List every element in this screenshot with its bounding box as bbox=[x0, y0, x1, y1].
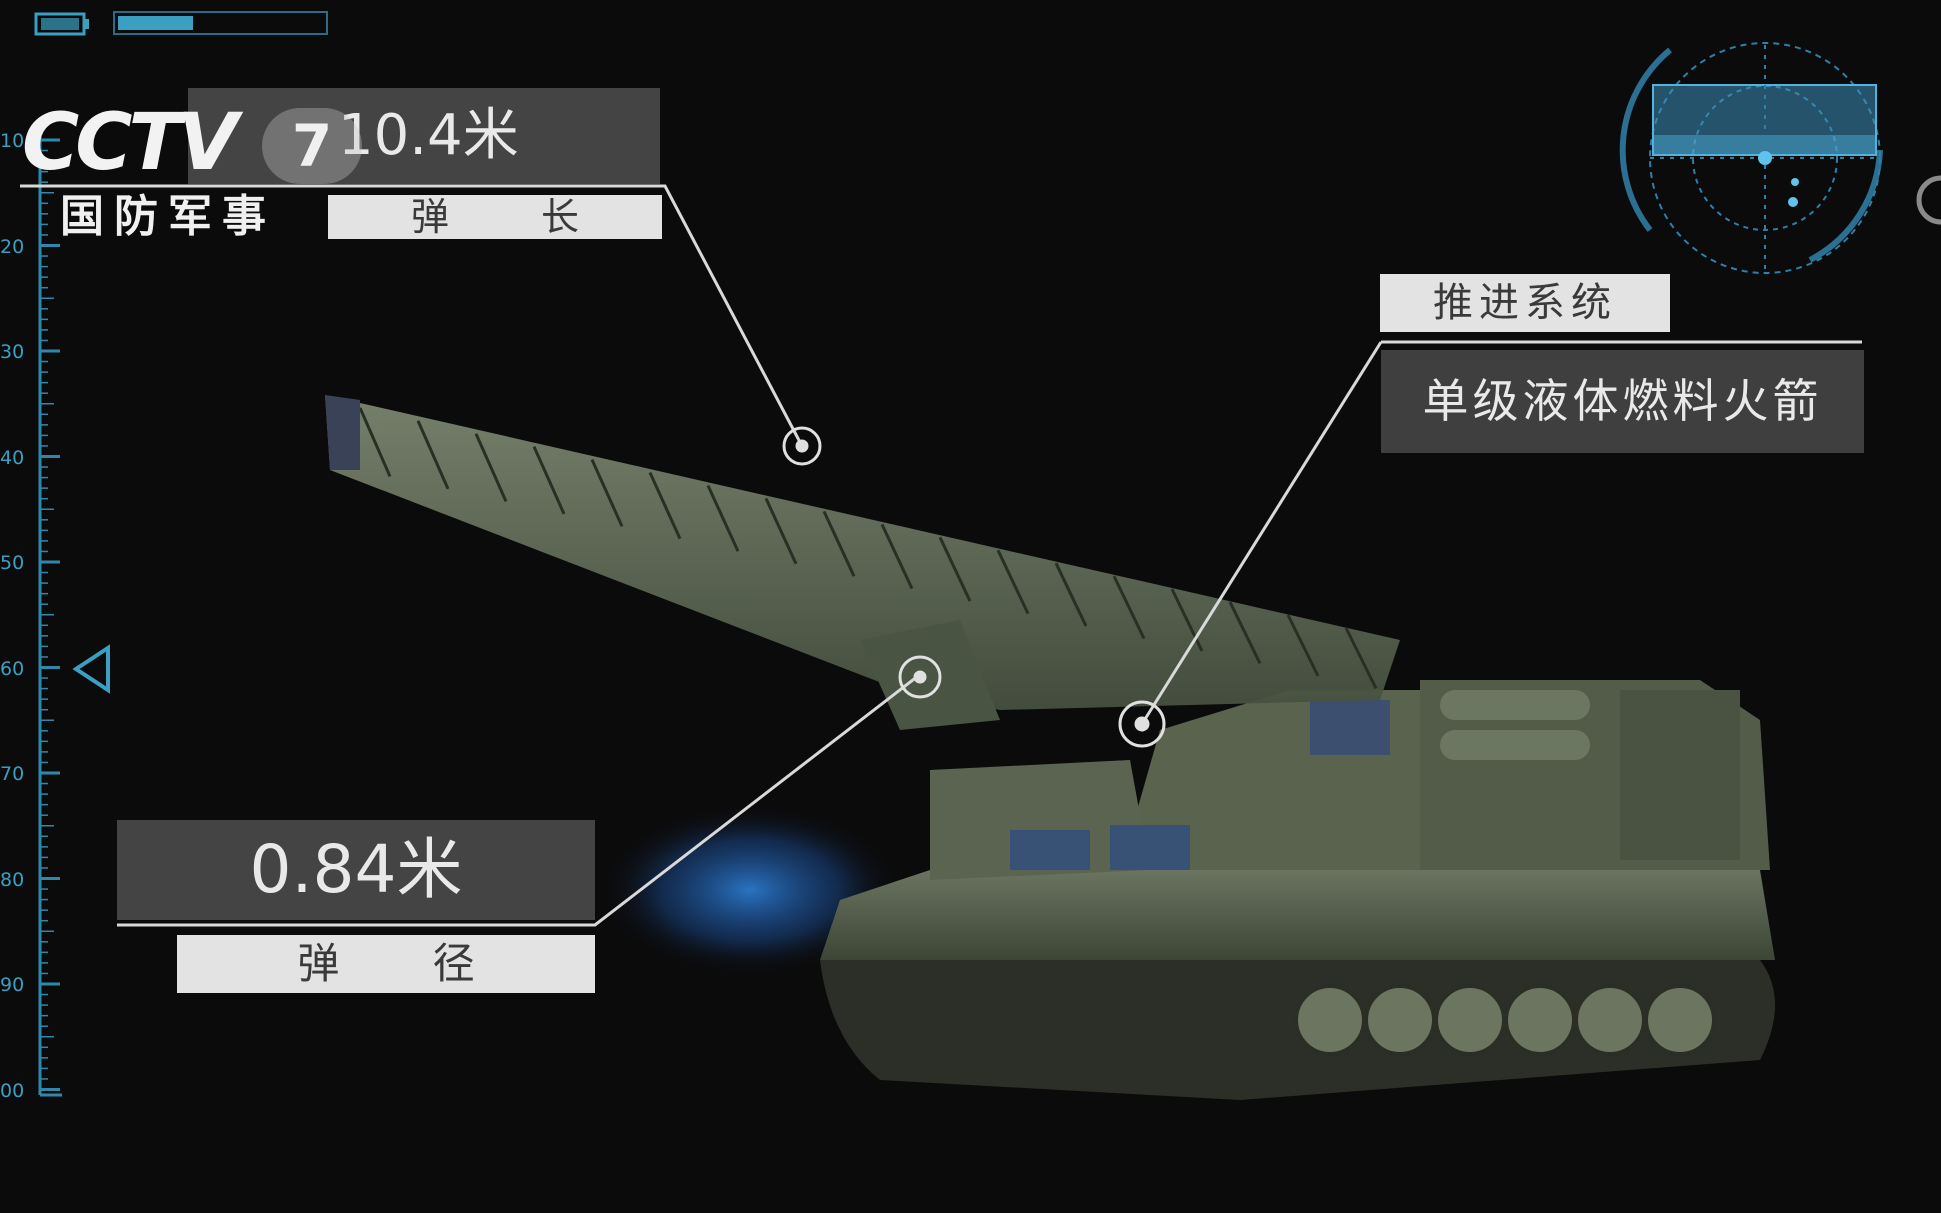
missile-diameter-value: 0.84米 bbox=[117, 820, 595, 920]
boom-strut bbox=[1344, 627, 1378, 690]
road-wheel bbox=[1574, 984, 1646, 1056]
boom-strut bbox=[1170, 588, 1204, 652]
boom-strut bbox=[996, 549, 1030, 615]
target-ring-icon bbox=[1118, 700, 1166, 748]
channel-number-badge: 7 bbox=[262, 108, 362, 184]
boom-strut bbox=[474, 433, 508, 502]
boom-strut bbox=[648, 471, 682, 540]
callout-lines bbox=[20, 184, 1862, 927]
radar-icon bbox=[1619, 42, 1941, 274]
ruler-label: 60 bbox=[0, 657, 25, 680]
boom-strut bbox=[1054, 562, 1088, 627]
channel-subtitle: 国防军事 bbox=[60, 191, 276, 242]
boom-strut bbox=[1286, 614, 1320, 677]
ruler-label: 10 bbox=[0, 130, 25, 152]
missile-launcher-vehicle bbox=[325, 395, 1775, 1100]
propulsion-system-value: 单级液体燃料火箭 bbox=[1381, 350, 1864, 453]
missile-length-value: 10.4米 bbox=[188, 88, 660, 184]
cctv-wordmark: CCTV bbox=[22, 98, 238, 188]
road-wheel bbox=[1504, 984, 1576, 1056]
boom-strut bbox=[880, 523, 914, 590]
vertical-ruler bbox=[38, 120, 62, 1097]
hud-progress-bar bbox=[113, 11, 328, 35]
boom-strut bbox=[590, 458, 624, 527]
ruler-label: 30 bbox=[0, 341, 25, 363]
road-wheel bbox=[1434, 984, 1506, 1056]
battery-icon bbox=[34, 12, 89, 36]
ruler-label: 90 bbox=[0, 974, 25, 996]
missile-length-caption: 弹 长 bbox=[328, 195, 662, 239]
ruler-label: 00 bbox=[0, 1079, 25, 1102]
target-ring-icon bbox=[898, 655, 942, 699]
boom-strut bbox=[706, 484, 740, 552]
boom-strut bbox=[764, 497, 798, 565]
boom-strut bbox=[1228, 601, 1262, 665]
road-wheel bbox=[1364, 984, 1436, 1056]
boom-strut bbox=[822, 510, 856, 577]
boom-strut bbox=[938, 536, 972, 602]
ruler-label: 70 bbox=[0, 763, 25, 785]
road-wheel bbox=[1294, 984, 1366, 1056]
channel-logo: CCTV 7 国防军事 bbox=[22, 98, 362, 250]
road-wheel bbox=[1644, 984, 1716, 1056]
boom-strut bbox=[1112, 575, 1146, 640]
triangle-pointer-icon bbox=[72, 644, 110, 694]
propulsion-system-caption: 推进系统 bbox=[1380, 274, 1670, 332]
ruler-label: 40 bbox=[0, 446, 25, 469]
ruler-label: 50 bbox=[0, 552, 25, 574]
ruler-label: 80 bbox=[0, 868, 25, 891]
boom-strut bbox=[416, 420, 450, 490]
ruler-label: 20 bbox=[0, 235, 25, 258]
boom-strut bbox=[532, 446, 566, 515]
exhaust-glow bbox=[600, 805, 900, 975]
missile-diameter-caption: 弹 径 bbox=[177, 935, 595, 993]
target-ring-icon bbox=[782, 426, 822, 466]
boom-strut bbox=[358, 407, 392, 478]
